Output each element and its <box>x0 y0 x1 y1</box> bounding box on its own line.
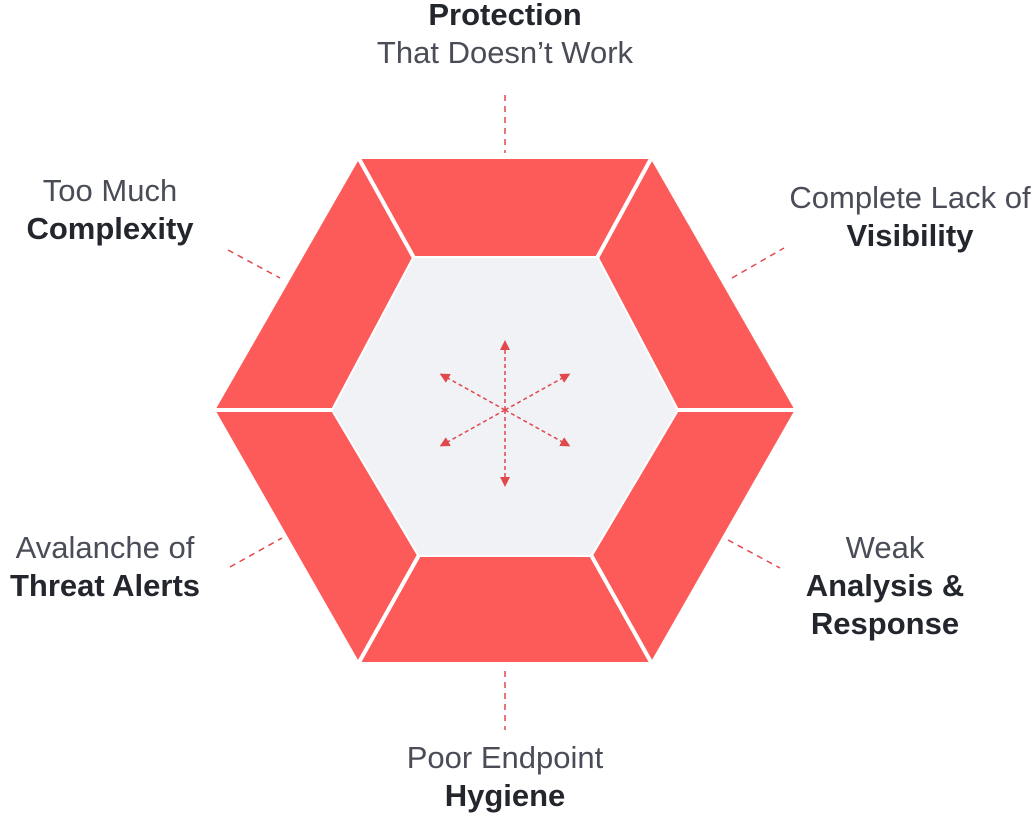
label-visibility-bold: Visibility <box>846 218 974 253</box>
label-complexity: Too Much Complexity <box>0 172 260 248</box>
label-threat-alerts: Avalanche of Threat Alerts <box>0 529 255 605</box>
label-complexity-light: Too Much <box>42 173 178 208</box>
label-visibility-light: Complete Lack of <box>789 180 1031 215</box>
label-protection-light: That Doesn’t Work <box>376 35 634 70</box>
connector-lines <box>227 95 785 730</box>
label-hygiene-bold: Hygiene <box>444 778 566 813</box>
label-threat-alerts-light: Avalanche of <box>15 530 195 565</box>
connector-top-left <box>227 249 281 279</box>
label-protection: Protection That Doesn’t Work <box>305 0 705 72</box>
label-analysis-response-bold-2: Response <box>810 606 960 641</box>
arrow-upper-right <box>504 373 571 411</box>
label-threat-alerts-bold: Threat Alerts <box>9 568 201 603</box>
connector-bottom-right <box>727 539 781 569</box>
label-hygiene-light: Poor Endpoint <box>406 740 604 775</box>
radiating-arrows-icon <box>439 340 571 487</box>
label-protection-bold: Protection <box>428 0 582 32</box>
label-visibility: Complete Lack of Visibility <box>760 179 1036 255</box>
arrow-lower-right <box>504 409 571 447</box>
arrow-lower-left <box>439 409 506 447</box>
connector-bottom-left <box>229 537 283 568</box>
label-analysis-response: Weak Analysis & Response <box>735 529 1035 643</box>
label-complexity-bold: Complexity <box>26 211 194 246</box>
label-analysis-response-bold-1: Analysis & <box>805 568 965 603</box>
arrow-upper-left <box>439 373 506 411</box>
label-analysis-response-light: Weak <box>845 530 925 565</box>
label-hygiene: Poor Endpoint Hygiene <box>305 739 705 815</box>
